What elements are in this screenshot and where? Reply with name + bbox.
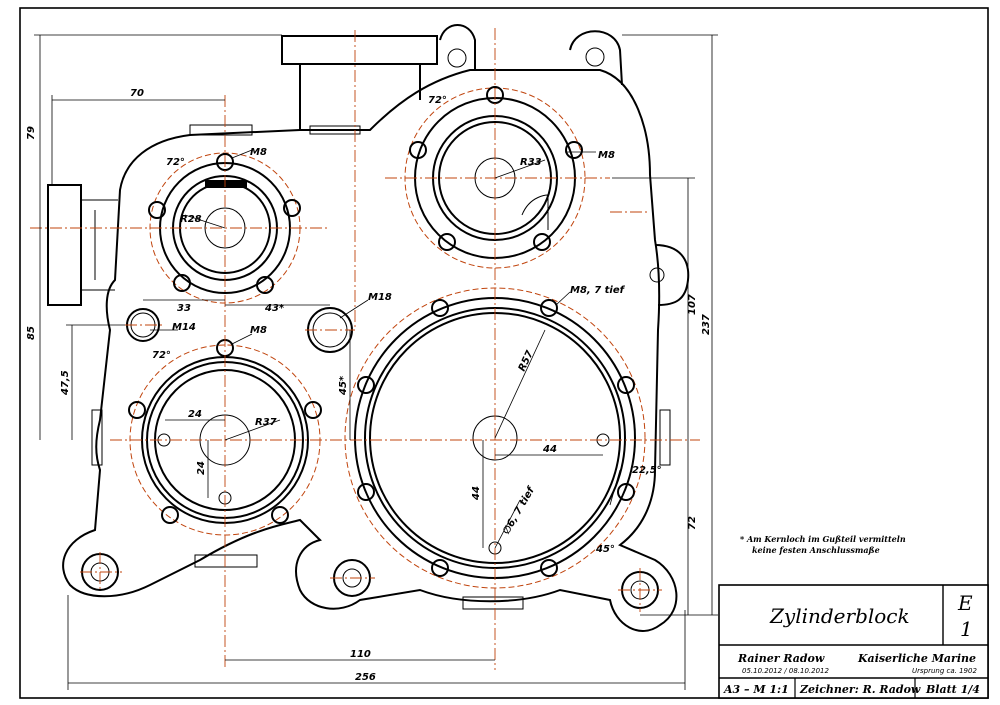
- angle-45: 45°: [595, 544, 615, 555]
- dim-43: 43*: [264, 303, 285, 314]
- dim-24-horizontal: 24: [188, 409, 202, 420]
- title-block-code-top: E: [957, 591, 973, 615]
- title-block: Zylinderblock E 1 Rainer Radow 05.10.201…: [718, 584, 989, 699]
- callout-r28: R28: [180, 214, 202, 225]
- general-note: * Am Kernloch im Gußteil vermitteln kein…: [740, 534, 906, 555]
- dimension-labels: 70 79 85 47,5 33 43* 24 24 110 256 44 44…: [26, 88, 712, 683]
- sheet-border: [19, 7, 989, 699]
- note-line-1: * Am Kernloch im Gußteil vermitteln: [740, 534, 906, 544]
- title-block-author: Rainer Radow: [737, 652, 825, 665]
- dim-70: 70: [130, 88, 144, 99]
- callout-m18: M18: [368, 292, 392, 303]
- title-block-code-bottom: 1: [960, 617, 973, 641]
- dimension-lines: [34, 34, 718, 690]
- title-block-drawer: Zeichner: R. Radow: [799, 683, 921, 696]
- dim-44-horizontal: 44: [542, 444, 557, 455]
- callout-m8-deep: M8, 7 tief: [570, 285, 626, 296]
- dim-44-vertical: 44: [471, 486, 482, 501]
- title-block-dates: 05.10.2012 / 08.10.2012: [742, 667, 830, 675]
- dim-110: 110: [350, 649, 371, 660]
- dim-256: 256: [355, 672, 376, 683]
- title-block-title: Zylinderblock: [769, 604, 910, 628]
- callout-r33: R33: [520, 157, 542, 168]
- callout-r37: R37: [255, 417, 277, 428]
- callout-m8-lower-left: M8: [250, 325, 267, 336]
- angle-72-upper-left: 72°: [166, 157, 185, 168]
- title-block-format: A3 – M 1:1: [723, 683, 789, 696]
- callout-r57: R57: [517, 349, 536, 373]
- title-block-client: Kaiserliche Marine: [857, 652, 976, 665]
- side-holes: [81, 47, 665, 609]
- title-block-sheet: Blatt 1/4: [925, 683, 980, 696]
- callout-m8-upper-left: M8: [250, 147, 267, 158]
- center-lines: [30, 28, 700, 670]
- callout-bore: ∅6, 7 tief: [501, 484, 538, 536]
- dim-107: 107: [687, 294, 698, 315]
- callout-m8-upper-right: M8: [598, 150, 615, 161]
- dim-45: 45*: [338, 375, 349, 396]
- dim-85: 85: [26, 326, 37, 340]
- angle-72-lower-left: 72°: [152, 350, 171, 361]
- dim-72: 72: [687, 516, 698, 530]
- angle-22-5: 22,5°: [632, 465, 662, 476]
- angle-72-upper-right: 72°: [428, 95, 447, 106]
- note-line-2: keine festen Anschlussmaße: [752, 545, 880, 555]
- dim-47-5: 47,5: [60, 370, 71, 396]
- dim-79: 79: [26, 126, 37, 140]
- callout-m14: M14: [172, 322, 196, 333]
- dim-33: 33: [177, 303, 191, 314]
- dim-24-vertical: 24: [196, 461, 207, 475]
- dim-237: 237: [701, 314, 712, 335]
- title-block-origin: Ursprung ca. 1902: [912, 667, 977, 675]
